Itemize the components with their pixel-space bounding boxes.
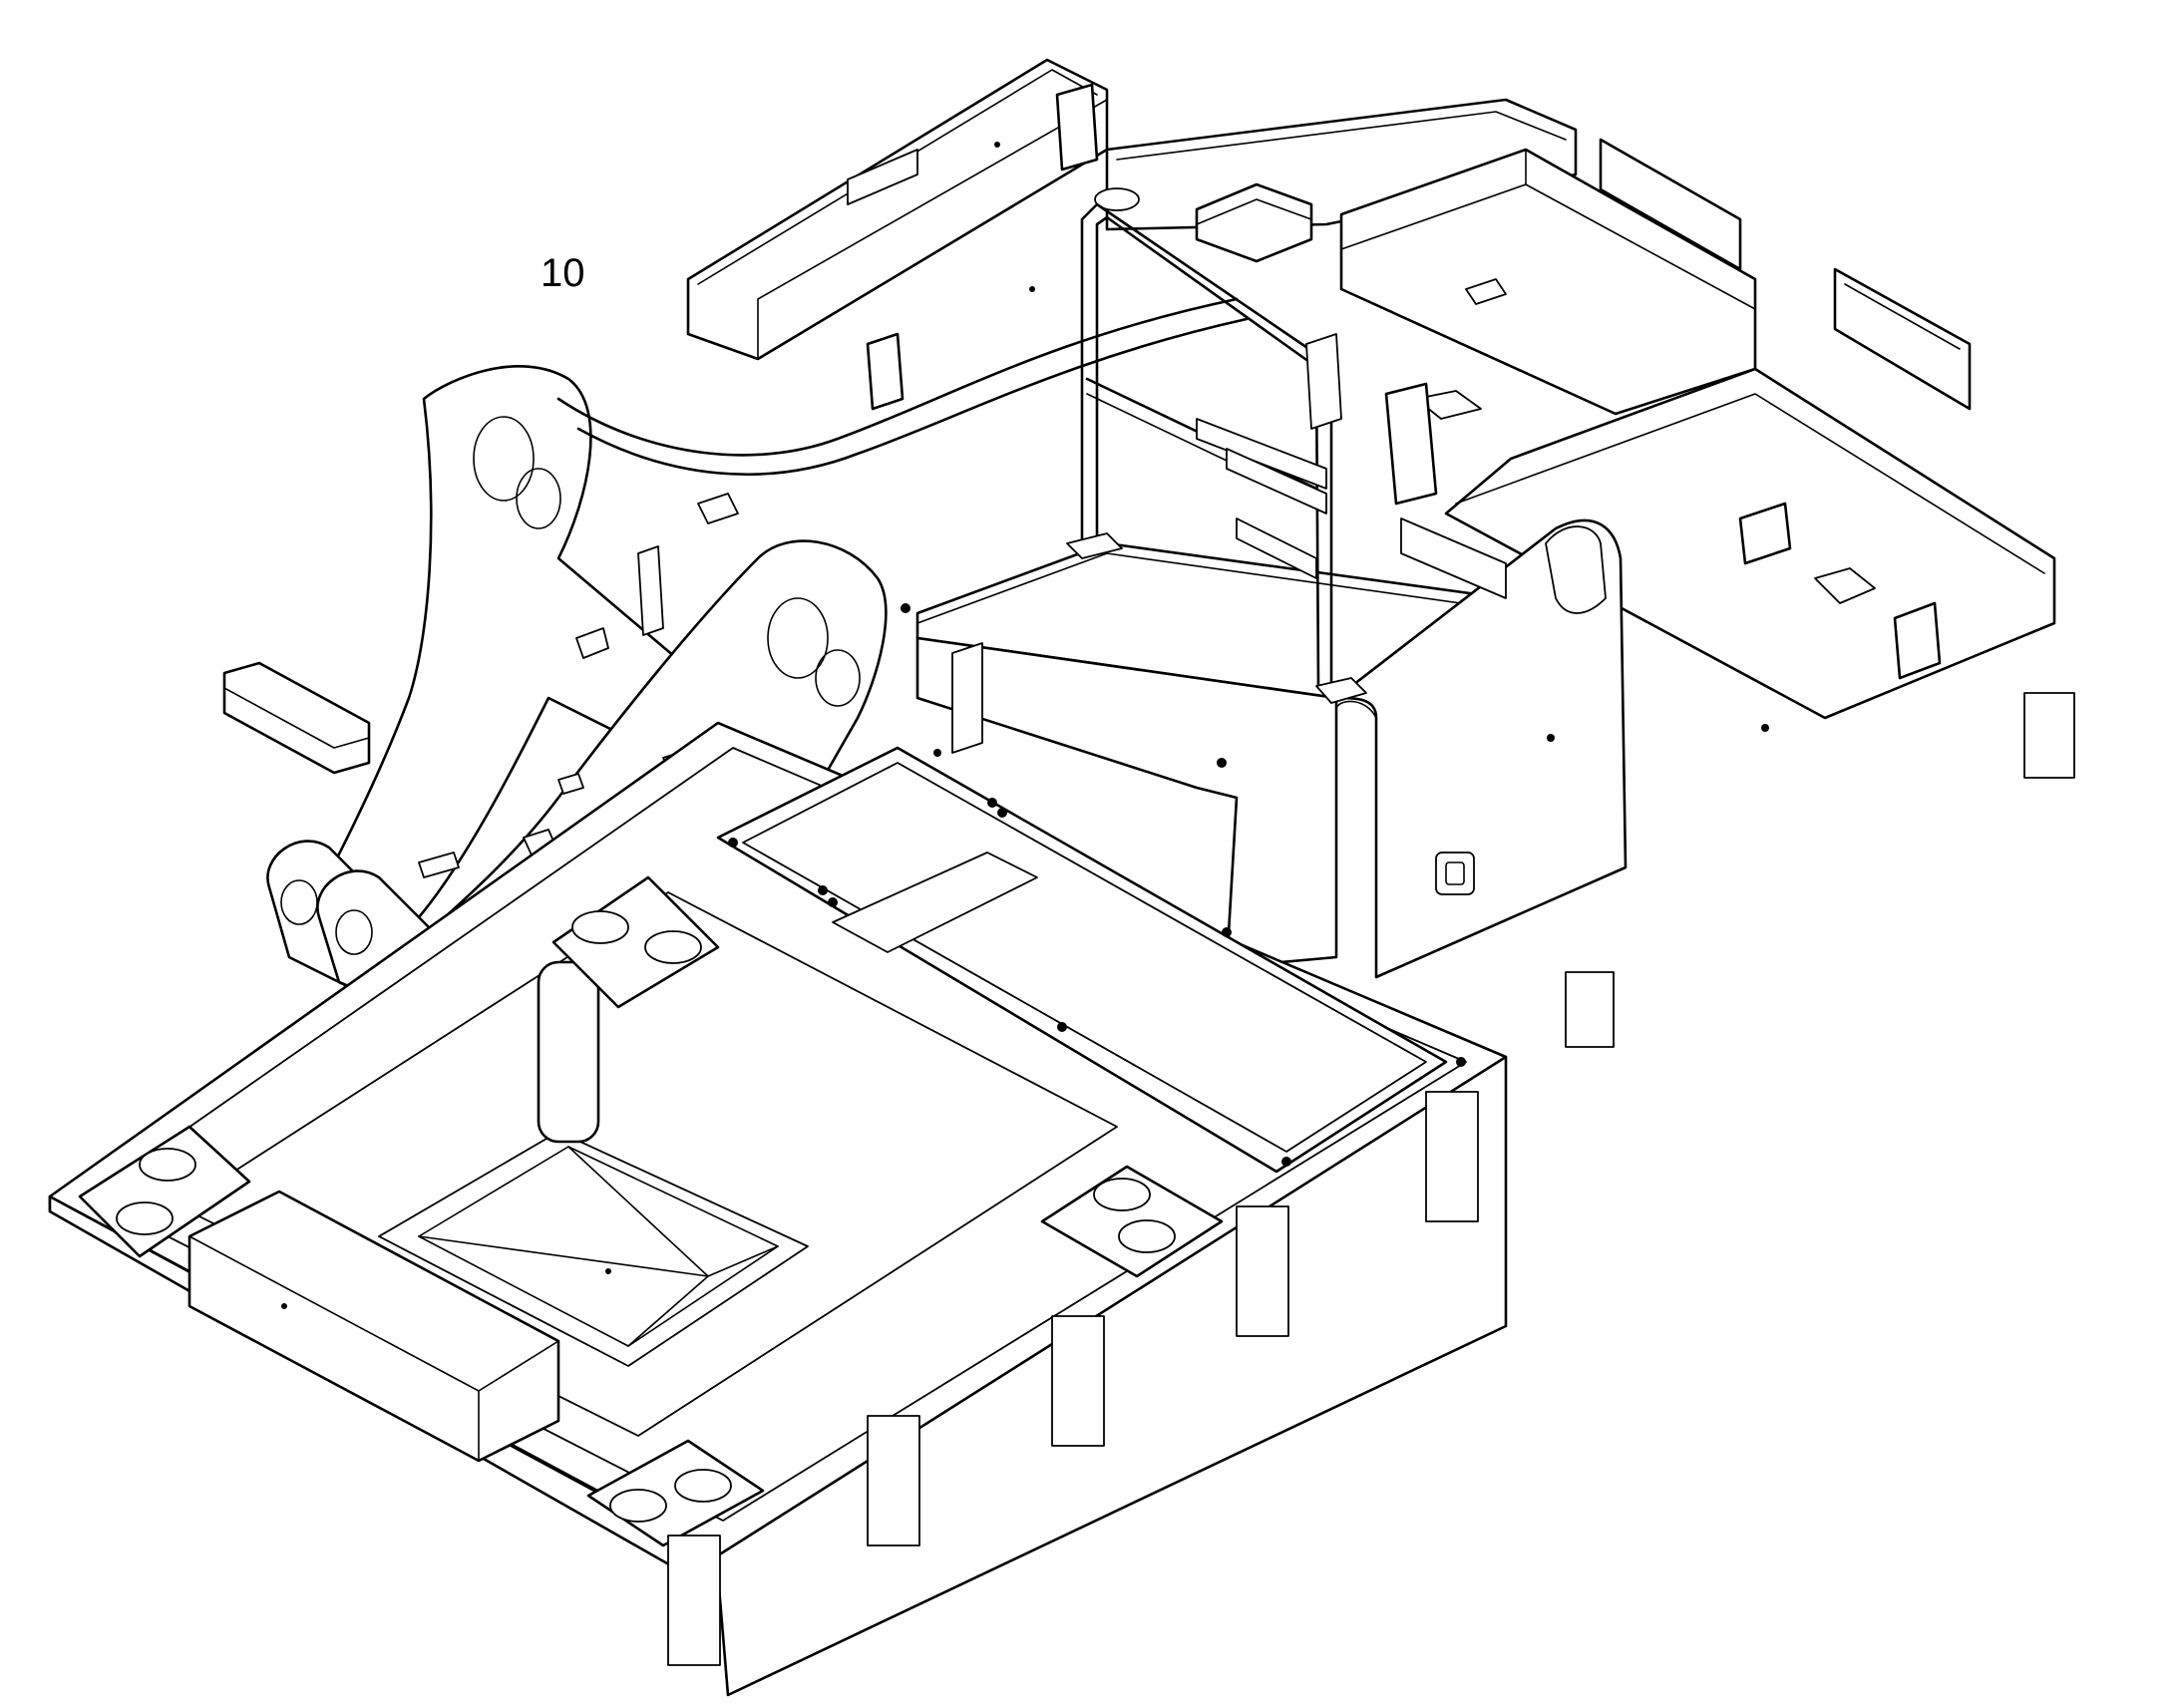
rear-upper-frame (686, 58, 2056, 720)
front-platform (48, 692, 2075, 1697)
bolt-markers (281, 142, 1769, 1309)
center-box-and-handrail (657, 202, 1628, 979)
callout-10: 10 (541, 251, 585, 295)
